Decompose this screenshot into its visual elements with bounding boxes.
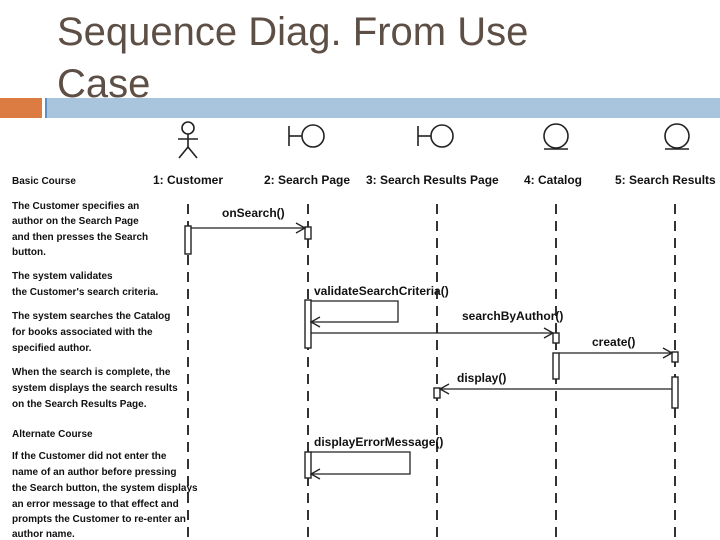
activation-catalog-1 bbox=[552, 332, 560, 344]
entity-icon bbox=[543, 123, 569, 150]
title-accent-blue-bar bbox=[45, 98, 720, 118]
step-1-line-2: author on the Search Page bbox=[12, 216, 139, 227]
message-validate-search-criteria bbox=[309, 300, 399, 328]
slide-title: Sequence Diag. From Use Case bbox=[57, 6, 697, 110]
message-on-search bbox=[191, 222, 307, 234]
boundary-icon bbox=[288, 124, 325, 148]
sequence-diagram: 1: Customer 2: Search Page 3: Search Res… bbox=[12, 121, 716, 540]
step-3-line-1: The system searches the Catalog bbox=[12, 311, 170, 322]
title-accent-divider bbox=[45, 98, 47, 118]
basic-course-heading: Basic Course bbox=[12, 176, 76, 187]
title-accent-orange-bar bbox=[0, 98, 42, 118]
slide-title-line-1: Sequence Diag. From Use bbox=[57, 10, 529, 54]
step-2-line-2: the Customer's search criteria. bbox=[12, 287, 159, 298]
message-label-create: create() bbox=[592, 335, 635, 349]
activation-search-page-3 bbox=[304, 451, 312, 479]
message-label-display: display() bbox=[457, 371, 506, 385]
step-1-line-3: and then presses the Search bbox=[12, 232, 148, 243]
activation-search-results-page bbox=[433, 387, 441, 399]
step-3-line-2: for books associated with the bbox=[12, 327, 153, 338]
activation-search-page-1 bbox=[304, 226, 312, 240]
object-label-search-results-page: 3: Search Results Page bbox=[366, 173, 499, 187]
boundary-icon bbox=[417, 124, 454, 148]
step-2-line-1: The system validates bbox=[12, 271, 113, 282]
step-4-line-3: on the Search Results Page. bbox=[12, 399, 147, 410]
message-label-search-by-author: searchByAuthor() bbox=[462, 309, 563, 323]
step-1-line-4: button. bbox=[12, 247, 46, 258]
alt-1-line-5: prompts the Customer to re-enter an bbox=[12, 514, 186, 525]
message-label-display-error-message: displayErrorMessage() bbox=[314, 435, 443, 449]
step-4-line-1: When the search is complete, the bbox=[12, 367, 171, 378]
message-display bbox=[438, 383, 672, 395]
activation-catalog-2 bbox=[552, 352, 560, 380]
message-search-by-author bbox=[311, 327, 555, 339]
message-create bbox=[559, 347, 674, 359]
step-4-line-2: system displays the search results bbox=[12, 383, 178, 394]
step-3-line-3: specified author. bbox=[12, 343, 92, 354]
message-display-error-message bbox=[309, 451, 411, 480]
activation-search-page-2 bbox=[304, 299, 312, 349]
object-label-catalog: 4: Catalog bbox=[524, 173, 582, 187]
activation-search-results-2 bbox=[671, 376, 679, 409]
message-label-on-search: onSearch() bbox=[222, 206, 285, 220]
object-label-search-results: 5: Search Results bbox=[615, 173, 716, 187]
alt-1-line-6: author name. bbox=[12, 529, 75, 540]
message-label-validate-search-criteria: validateSearchCriteria() bbox=[314, 284, 449, 298]
alt-1-line-3: the Search button, the system displays bbox=[12, 483, 198, 494]
object-label-search-page: 2: Search Page bbox=[264, 173, 350, 187]
object-label-customer: 1: Customer bbox=[153, 173, 223, 187]
step-1-line-1: The Customer specifies an bbox=[12, 201, 139, 212]
actor-icon bbox=[178, 121, 198, 159]
alternate-course-heading: Alternate Course bbox=[12, 429, 93, 440]
activation-search-results-1 bbox=[671, 351, 679, 363]
alt-1-line-2: name of an author before pressing bbox=[12, 467, 176, 478]
alt-1-line-4: an error message to that effect and bbox=[12, 499, 179, 510]
activation-customer bbox=[184, 225, 192, 255]
entity-icon bbox=[664, 123, 690, 150]
alt-1-line-1: If the Customer did not enter the bbox=[12, 451, 167, 462]
